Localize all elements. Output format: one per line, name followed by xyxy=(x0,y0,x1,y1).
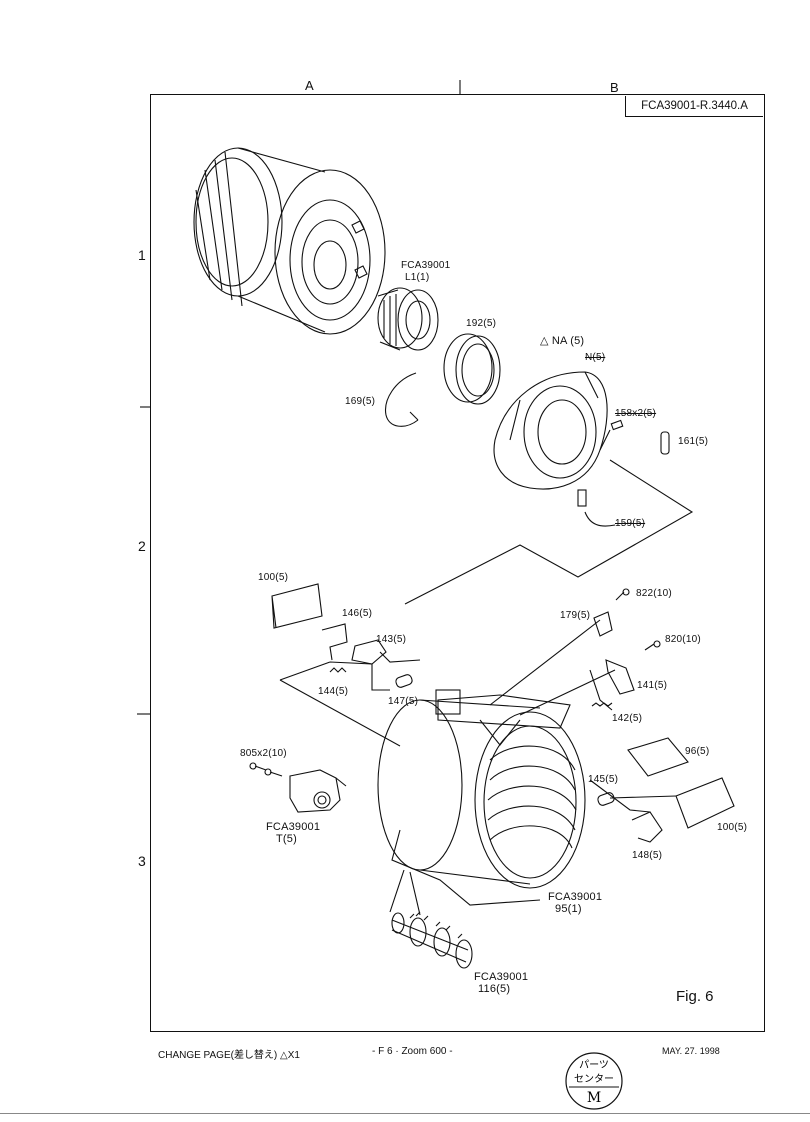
label-192: 192(5) xyxy=(466,318,497,329)
clip-169 xyxy=(385,372,419,427)
parts-center-stamp: パーツ センター M xyxy=(565,1052,623,1110)
plate-100a xyxy=(271,583,323,629)
pin-159a xyxy=(577,489,587,507)
roller-147 xyxy=(395,674,413,688)
label-n: N(5) xyxy=(585,352,606,363)
screw-822 xyxy=(615,591,625,601)
footer-date: MAY. 27. 1998 xyxy=(662,1046,720,1056)
label-na: △ NA (5) xyxy=(540,335,585,347)
spring-142 xyxy=(591,702,613,707)
label-96: 96(5) xyxy=(685,746,710,757)
label-100b: 100(5) xyxy=(717,822,748,833)
label-159: 159(5) xyxy=(615,518,646,529)
label-l1-code: FCA39001 xyxy=(401,260,451,271)
bracket-148 xyxy=(631,811,663,843)
label-147: 147(5) xyxy=(388,696,419,707)
cover-100b xyxy=(675,777,735,829)
top-drum xyxy=(193,147,386,335)
label-179: 179(5) xyxy=(560,610,591,621)
grid-column-a: A xyxy=(305,78,314,93)
grid-row-2: 2 xyxy=(138,538,146,554)
bracket-146 xyxy=(321,623,348,661)
grid-column-b: B xyxy=(610,80,619,95)
pin-158 xyxy=(610,419,624,431)
label-820: 820(10) xyxy=(665,634,701,645)
figure-label: Fig. 6 xyxy=(676,988,714,1005)
spring-144 xyxy=(329,667,347,673)
label-95-qty: 95(1) xyxy=(555,903,582,915)
label-822: 822(10) xyxy=(636,588,672,599)
label-100a: 100(5) xyxy=(258,572,289,583)
pin-159b xyxy=(584,511,616,527)
footer-change-page: CHANGE PAGE(差し替え) △X1 xyxy=(158,1050,300,1061)
label-t-code: FCA39001 xyxy=(266,821,321,833)
label-146: 146(5) xyxy=(342,608,373,619)
roller-145 xyxy=(597,792,615,806)
label-143: 143(5) xyxy=(376,634,407,645)
label-141: 141(5) xyxy=(637,680,668,691)
stamp-line-1: パーツ xyxy=(579,1059,609,1071)
part-141 xyxy=(605,659,635,695)
part-179 xyxy=(593,611,613,637)
label-116-qty: 116(5) xyxy=(478,983,511,995)
label-95-code: FCA39001 xyxy=(548,891,603,903)
label-144: 144(5) xyxy=(318,686,349,697)
label-116-code: FCA39001 xyxy=(474,971,529,983)
housing-na xyxy=(493,371,611,490)
label-148: 148(5) xyxy=(632,850,663,861)
bottom-rule xyxy=(0,1113,810,1114)
screw-805b xyxy=(269,771,283,777)
screw-805a xyxy=(254,765,267,771)
drawing-frame xyxy=(150,94,765,1032)
label-158: 158x2(5) xyxy=(615,408,657,419)
label-145: 145(5) xyxy=(588,774,619,785)
part-t xyxy=(289,769,347,813)
main-drum-95 xyxy=(377,689,586,906)
stamp-line-3: M xyxy=(587,1090,601,1106)
document-id-box: FCA39001-R.3440.A xyxy=(625,96,763,117)
card-96 xyxy=(627,737,689,777)
label-161: 161(5) xyxy=(678,436,709,447)
gear-shaft-116 xyxy=(391,911,473,969)
label-805: 805x2(10) xyxy=(240,748,287,759)
label-169: 169(5) xyxy=(345,396,376,407)
block-143 xyxy=(351,639,387,665)
footer-page-code: - F 6 · Zoom 600 - xyxy=(372,1046,453,1057)
label-t-qty: T(5) xyxy=(276,833,297,845)
grid-row-1: 1 xyxy=(138,247,146,263)
pin-161 xyxy=(660,431,670,455)
label-142: 142(5) xyxy=(612,713,643,724)
ring-192 xyxy=(443,333,501,405)
label-l1-qty: L1(1) xyxy=(405,272,430,283)
stamp-line-2: センター xyxy=(574,1073,614,1085)
grid-row-3: 3 xyxy=(138,853,146,869)
l1-part xyxy=(377,287,439,351)
